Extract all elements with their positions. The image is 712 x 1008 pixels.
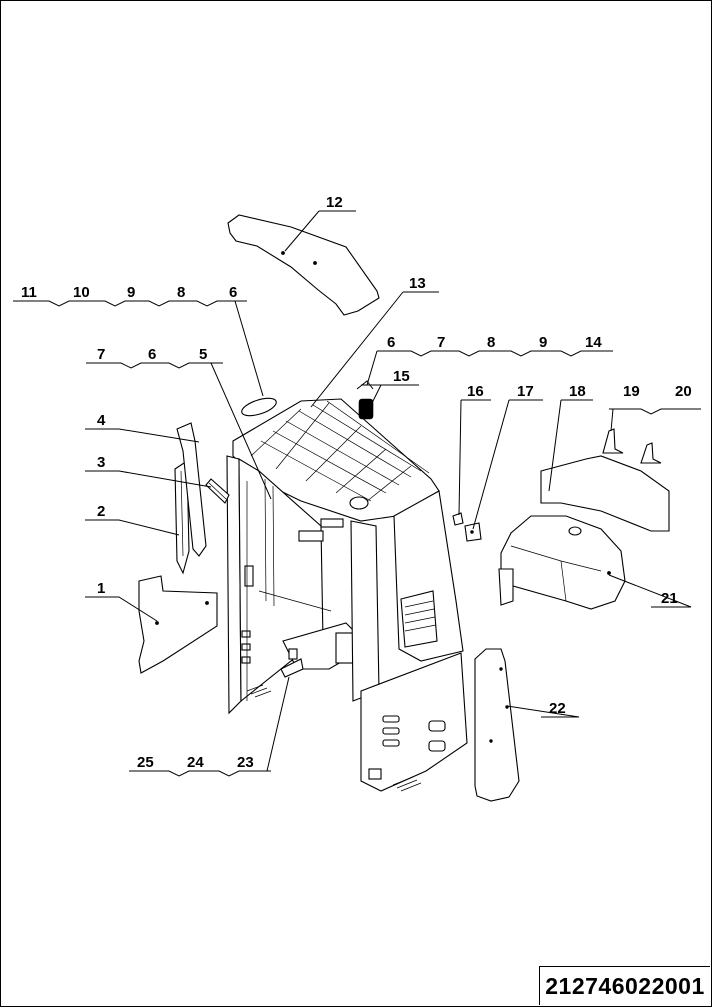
part-21-tank: [498, 515, 626, 610]
callout-16: 16: [467, 383, 484, 400]
callout-17: 17: [517, 383, 534, 400]
callout-6-left: 6: [229, 284, 237, 301]
part-19-bracket: [602, 428, 624, 454]
drawing-number-box: 212746022001: [539, 966, 710, 1005]
callout-labels: 12 13 11 10 9 8 6 7 6 5 6 7 8 9 14 15 4 …: [21, 194, 692, 771]
callout-14: 14: [585, 334, 602, 351]
callout-4: 4: [97, 412, 106, 429]
part-17-plate: [464, 522, 482, 542]
part-20-bracket: [640, 442, 662, 464]
callout-22: 22: [549, 700, 566, 717]
callout-18: 18: [569, 383, 586, 400]
callout-20: 20: [675, 383, 692, 400]
callout-5: 5: [199, 346, 207, 363]
callout-9-right: 9: [539, 334, 547, 351]
callout-9-left: 9: [127, 284, 135, 301]
callout-24: 24: [187, 754, 204, 771]
leader-lines: [13, 210, 701, 777]
callout-7-left: 7: [97, 346, 105, 363]
part-22-shield: [474, 648, 520, 802]
callout-21: 21: [661, 590, 678, 607]
part-15-beacon: [356, 380, 374, 420]
part-16-pad: [452, 512, 464, 526]
callout-15: 15: [393, 368, 410, 385]
callout-13: 13: [409, 275, 426, 292]
callout-25: 25: [137, 754, 154, 771]
callout-7-right: 7: [437, 334, 445, 351]
part-4-strip: [176, 422, 207, 557]
cab-frame: [226, 455, 468, 792]
part-6-roof-light: [241, 397, 277, 417]
callout-8-right: 8: [487, 334, 495, 351]
part-3-handle: [205, 478, 230, 504]
drawing-number: 212746022001: [545, 972, 705, 999]
callout-12: 12: [326, 194, 343, 211]
callout-6-right: 6: [387, 334, 395, 351]
callout-10: 10: [73, 284, 90, 301]
part-18-panel: [540, 455, 670, 532]
part-12-roof-cover: [227, 214, 380, 316]
callout-2: 2: [97, 503, 105, 520]
part-23-clip: [280, 648, 304, 678]
callout-11: 11: [21, 284, 37, 301]
callout-3: 3: [97, 454, 105, 471]
part-1-side-panel: [138, 575, 218, 674]
callout-6-middle: 6: [148, 346, 156, 363]
callout-19: 19: [623, 383, 640, 400]
callout-23: 23: [237, 754, 254, 771]
callout-1: 1: [97, 580, 105, 597]
callout-8-left: 8: [177, 284, 185, 301]
